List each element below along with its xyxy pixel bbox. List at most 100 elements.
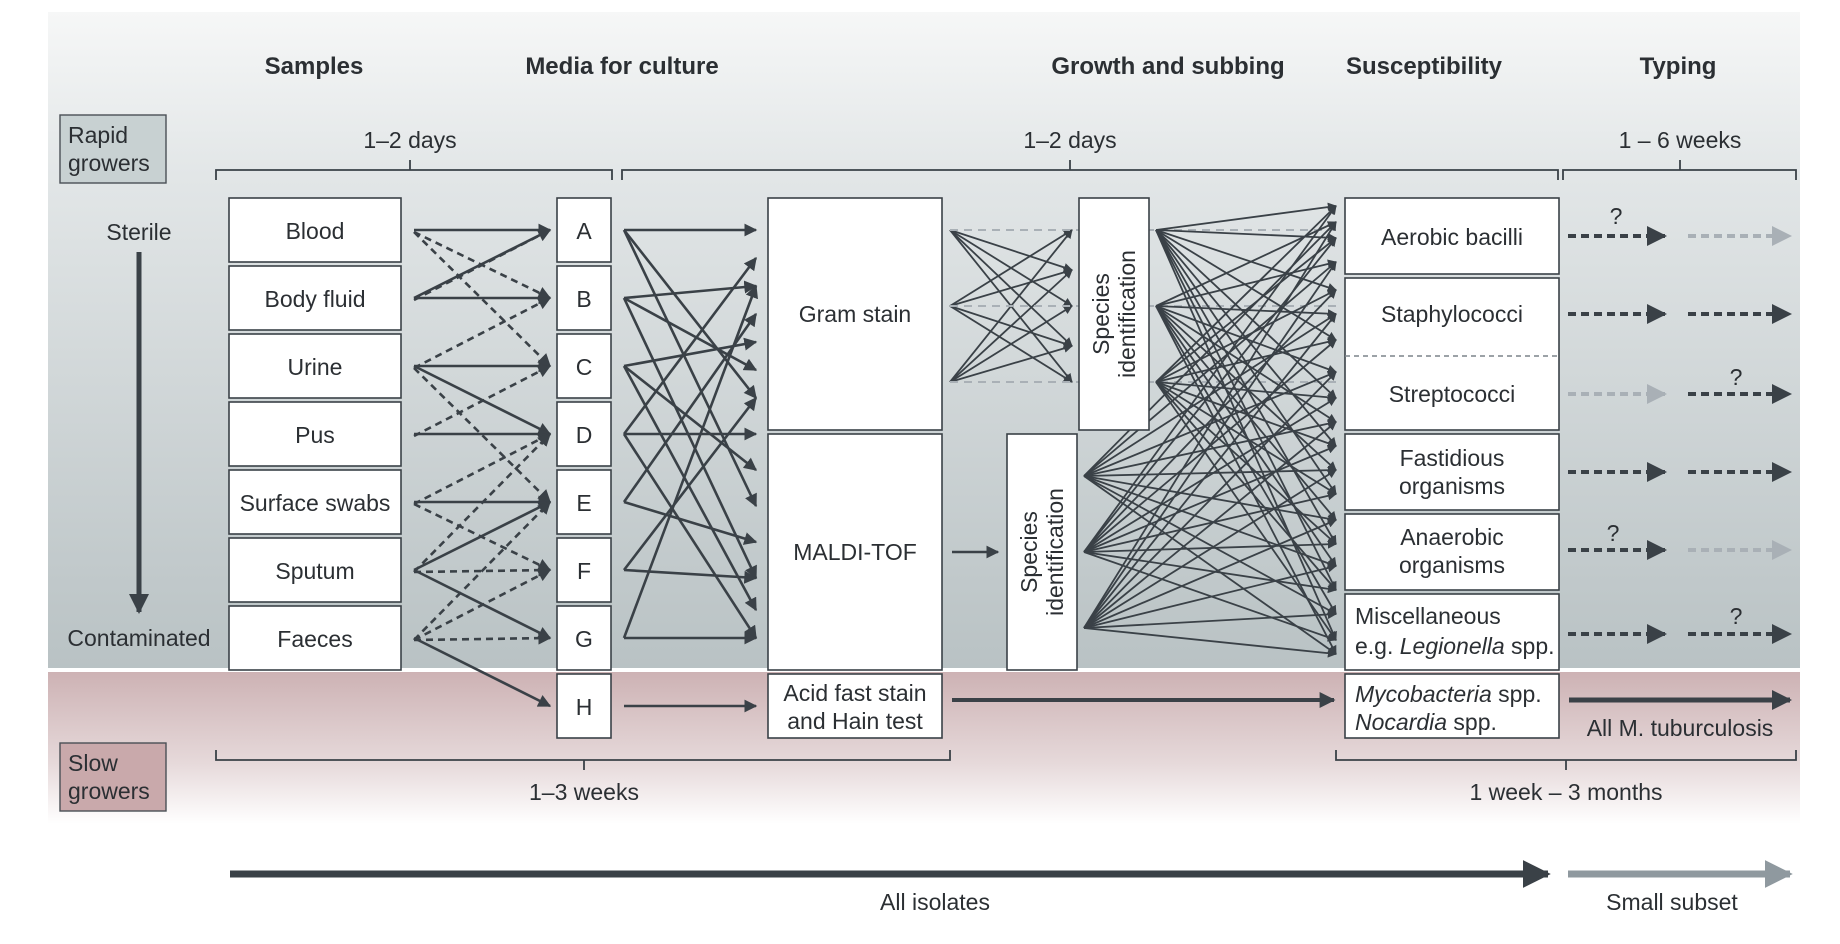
species-organism-arrow xyxy=(1083,475,1337,655)
svg-text:Slow: Slow xyxy=(68,750,118,776)
svg-text:G: G xyxy=(575,626,593,652)
species-organism-arrow xyxy=(1083,289,1337,553)
svg-text:Body fluid: Body fluid xyxy=(264,286,365,312)
media-method-arrow xyxy=(623,568,758,584)
media-method-arrow xyxy=(622,229,758,508)
media-c: C xyxy=(556,333,612,399)
bracket-slow-samples: 1–3 weeks xyxy=(215,750,951,805)
organism-staph-strep: Staphylococci Streptococci xyxy=(1344,277,1560,431)
media-d: D xyxy=(556,401,612,467)
svg-text:Urine: Urine xyxy=(288,354,343,380)
media-g: G xyxy=(556,605,612,671)
media-method-arrow xyxy=(623,500,758,545)
svg-text:1 – 6 weeks: 1 – 6 weeks xyxy=(1619,127,1742,153)
species-organism-arrow xyxy=(1083,261,1337,629)
species-organism-arrow xyxy=(1155,337,1337,383)
svg-text:identification: identification xyxy=(1042,488,1068,616)
sample-sputum: Sputum xyxy=(228,537,402,603)
sample-media-arrow xyxy=(413,563,552,577)
svg-text:Surface swabs: Surface swabs xyxy=(240,490,391,516)
species-organism-arrow xyxy=(1083,551,1337,594)
media-b: B xyxy=(556,265,612,331)
sample-media-arrow xyxy=(413,296,552,370)
species-organism-arrow xyxy=(1083,261,1337,477)
question-mark-aerobic: ? xyxy=(1610,203,1623,229)
svg-text:growers: growers xyxy=(68,778,150,804)
species-organism-arrow xyxy=(1155,305,1337,521)
media-h: H xyxy=(556,673,612,739)
sample-media-arrow xyxy=(413,432,552,506)
sample-media-arrow xyxy=(413,502,552,572)
gram-species-arrow xyxy=(949,269,1073,383)
svg-text:H: H xyxy=(576,694,593,720)
species-organism-arrow xyxy=(1083,419,1337,477)
all-isolates-label: All isolates xyxy=(880,889,990,915)
sample-media-arrow xyxy=(413,631,552,645)
species-organism-arrow xyxy=(1155,229,1337,292)
sample-faeces: Faeces xyxy=(228,605,402,671)
media-method-arrow xyxy=(622,396,758,571)
organism-mycobacteria: Mycobacteria spp. Nocardia spp. xyxy=(1344,673,1560,739)
media-method-arrow xyxy=(622,284,758,639)
species-organism-arrow xyxy=(1155,229,1337,495)
question-mark-anaerobic: ? xyxy=(1607,520,1620,546)
slow-growers-label: Slow growers xyxy=(59,742,167,812)
svg-text:Aerobic bacilli: Aerobic bacilli xyxy=(1381,224,1523,250)
svg-text:Faeces: Faeces xyxy=(277,626,352,652)
gram-stain-box: Gram stain xyxy=(767,197,943,431)
species-id-maldi: Species identification xyxy=(1006,433,1078,671)
species-organism-arrow xyxy=(1155,237,1337,383)
rapid-growers-label: Rapid growers xyxy=(59,114,167,184)
species-organism-arrow xyxy=(1155,381,1337,495)
sample-media-arrow xyxy=(413,367,551,503)
species-organism-arrow xyxy=(1155,381,1337,402)
species-organism-arrow xyxy=(1155,229,1337,399)
svg-text:organisms: organisms xyxy=(1399,473,1505,499)
sample-media-arrow xyxy=(413,364,552,438)
organism-fastidious: Fastidious organisms xyxy=(1344,433,1560,511)
svg-text:A: A xyxy=(576,218,592,244)
species-organism-arrow xyxy=(1083,421,1337,629)
species-organism-arrow xyxy=(1083,475,1337,568)
typing-arrows xyxy=(1568,226,1792,644)
sample-media-arrow xyxy=(413,568,552,642)
acid-fast-box: Acid fast stain and Hain test xyxy=(767,673,943,739)
svg-text:B: B xyxy=(576,286,591,312)
gram-species-arrow xyxy=(949,229,1073,307)
species-organism-arrow xyxy=(1083,563,1337,629)
question-mark-strep: ? xyxy=(1730,364,1743,390)
sample-surface-swabs: Surface swabs xyxy=(228,469,402,535)
gram-species-arrow xyxy=(949,229,1073,272)
bracket-rapid-samples: 1–2 days xyxy=(215,127,613,180)
svg-text:organisms: organisms xyxy=(1399,552,1505,578)
bracket-rapid-growth: 1–2 days xyxy=(621,127,1559,180)
species-organism-arrow xyxy=(1083,519,1337,629)
svg-text:Gram stain: Gram stain xyxy=(799,301,911,327)
sample-blood: Blood xyxy=(228,197,402,263)
species-organism-arrow xyxy=(1083,465,1337,477)
svg-text:and Hain test: and Hain test xyxy=(787,708,923,734)
connection-arrows xyxy=(413,202,1337,713)
svg-text:Fastidious: Fastidious xyxy=(1400,445,1505,471)
species-organism-arrow xyxy=(1083,469,1337,629)
species-organism-arrow xyxy=(1155,305,1337,567)
media-column: A B C D E F G H xyxy=(556,197,612,739)
media-f: F xyxy=(556,537,612,603)
gram-species-arrow xyxy=(949,305,1073,383)
media-method-arrow xyxy=(622,433,758,640)
sample-media-arrow xyxy=(413,228,552,302)
svg-text:Acid fast stain: Acid fast stain xyxy=(783,680,926,706)
svg-text:1–2 days: 1–2 days xyxy=(363,127,456,153)
svg-text:Blood: Blood xyxy=(286,218,345,244)
samples-column: Blood Body fluid Urine Pus Surface swabs… xyxy=(228,197,402,671)
species-organism-arrow xyxy=(1083,221,1337,629)
species-organism-arrow xyxy=(1155,202,1337,231)
organism-anaerobic: Anaerobic organisms xyxy=(1344,513,1560,591)
species-organism-arrow xyxy=(1155,381,1337,448)
header-growth: Growth and subbing xyxy=(1051,53,1284,80)
media-a: A xyxy=(556,197,612,263)
media-method-arrow xyxy=(623,296,758,372)
species-organism-arrow xyxy=(1155,305,1337,471)
svg-text:Sputum: Sputum xyxy=(275,558,354,584)
svg-text:Pus: Pus xyxy=(295,422,335,448)
